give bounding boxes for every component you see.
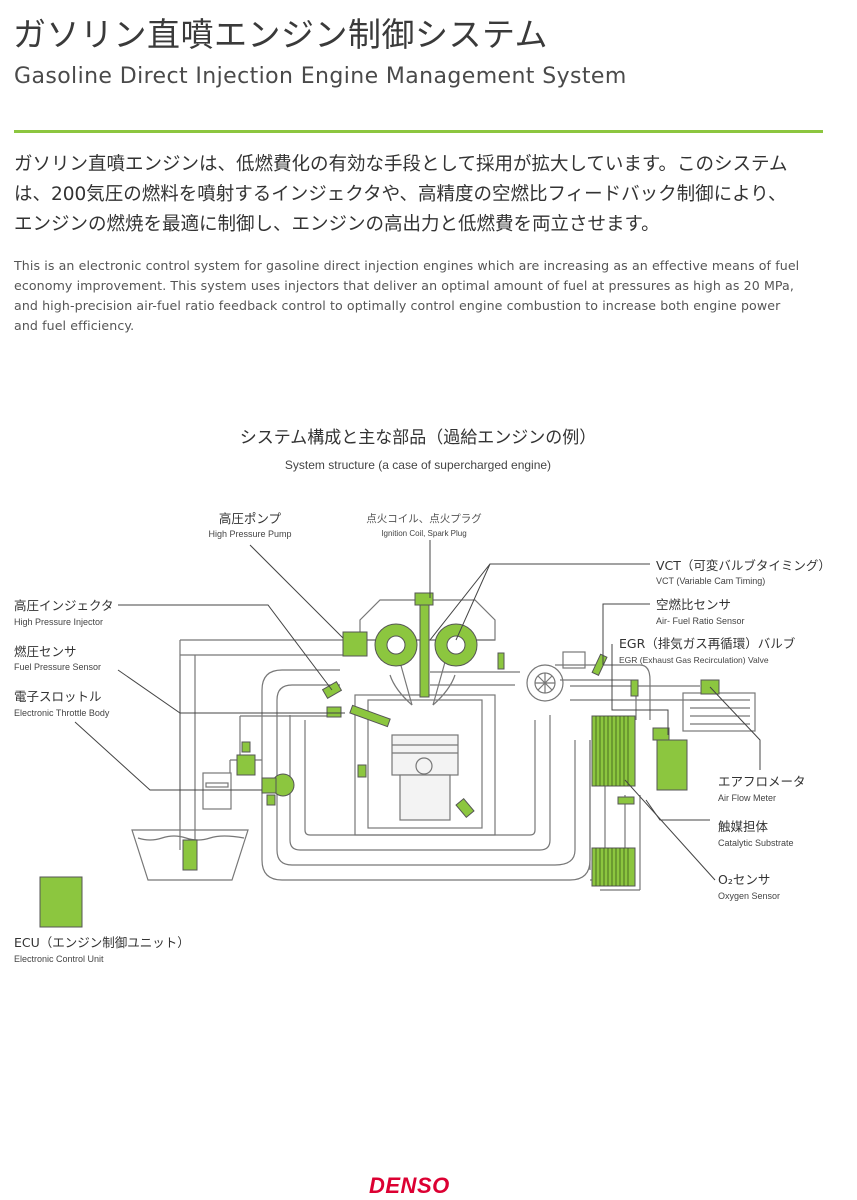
intro-en-line: This is an electronic control system for… (14, 258, 800, 273)
intro-en-line: and high-precision air-fuel ratio feedba… (14, 298, 781, 313)
label-vct-en: VCT (Variable Cam Timing) (656, 576, 765, 586)
label-ecu-en: Electronic Control Unit (14, 954, 104, 964)
label-egr-jp: EGR（排気ガス再循環）バルブ (619, 636, 796, 651)
accent-divider (14, 130, 823, 133)
label-air-flow-en: Air Flow Meter (718, 793, 776, 803)
label-catalyst-en: Catalytic Substrate (718, 838, 794, 848)
egr-part (656, 739, 688, 791)
label-egr-en: EGR (Exhaust Gas Recirculation) Valve (619, 655, 769, 665)
label-injector-jp: 高圧インジェクタ (14, 598, 114, 613)
label-fuel-pressure-jp: 燃圧センサ (14, 644, 77, 659)
o2-sensor-part (617, 796, 635, 805)
label-injector-en: High Pressure Injector (14, 617, 103, 627)
component-labels: 高圧ポンプ High Pressure Pump 点火コイル、点火プラグ Ign… (14, 511, 831, 964)
label-catalyst-jp: 触媒担体 (718, 819, 769, 834)
page-subtitle: Gasoline Direct Injection Engine Managem… (14, 64, 627, 89)
label-ignition-jp: 点火コイル、点火プラグ (366, 512, 482, 525)
label-ignition-en: Ignition Coil, Spark Plug (381, 529, 466, 538)
throttle-part (236, 754, 256, 776)
catalyst-stripes (595, 716, 629, 886)
ecu-box (39, 876, 83, 928)
diagram-subtitle: System structure (a case of supercharged… (285, 458, 551, 472)
label-vct-jp: VCT（可変バルブタイミング） (656, 558, 831, 573)
label-throttle-en: Electronic Throttle Body (14, 708, 110, 718)
diagram-title: システム構成と主な部品（過給エンジンの例） (240, 428, 597, 448)
intro-jp-line: エンジンの燃焼を最適に制御し、エンジンの高出力と低燃費を両立させます。 (14, 214, 660, 235)
page-title: ガソリン直噴エンジン制御システム (13, 15, 549, 54)
denso-logo: DENSO (369, 1173, 450, 1198)
label-high-pressure-pump-jp: 高圧ポンプ (219, 511, 282, 526)
intro-jp-line: ガソリン直噴エンジンは、低燃費化の有効な手段として採用が拡大しています。このシス… (14, 154, 788, 175)
label-af-sensor-jp: 空燃比センサ (656, 597, 731, 612)
label-throttle-jp: 電子スロットル (14, 689, 102, 704)
intro-english: This is an electronic control system for… (14, 256, 829, 336)
engine-illustration (131, 599, 756, 891)
label-high-pressure-pump-en: High Pressure Pump (208, 529, 291, 539)
label-o2-jp: O₂センサ (718, 872, 770, 887)
label-fuel-pressure-en: Fuel Pressure Sensor (14, 662, 101, 672)
intro-japanese: ガソリン直噴エンジンは、低燃費化の有効な手段として採用が拡大しています。このシス… (14, 150, 834, 240)
label-af-sensor-en: Air- Fuel Ratio Sensor (656, 616, 745, 626)
intro-en-line: economy improvement. This system uses in… (14, 278, 794, 293)
catalyst-part (591, 715, 636, 787)
leader-lines (74, 540, 761, 881)
engine-components (39, 592, 720, 928)
label-o2-en: Oxygen Sensor (718, 891, 780, 901)
catalyst-part-lower (591, 847, 636, 887)
label-ecu-jp: ECU（エンジン制御ユニット） (14, 935, 190, 950)
high-pressure-pump-part (342, 631, 368, 657)
intro-jp-line: は、200気圧の燃料を噴射するインジェクタや、高精度の空燃比フィードバック制御に… (14, 184, 787, 205)
intro-en-line: and fuel efficiency. (14, 318, 135, 333)
label-air-flow-jp: エアフロメータ (718, 774, 806, 789)
injector-part (349, 704, 391, 728)
spark-plug-part (419, 604, 430, 698)
